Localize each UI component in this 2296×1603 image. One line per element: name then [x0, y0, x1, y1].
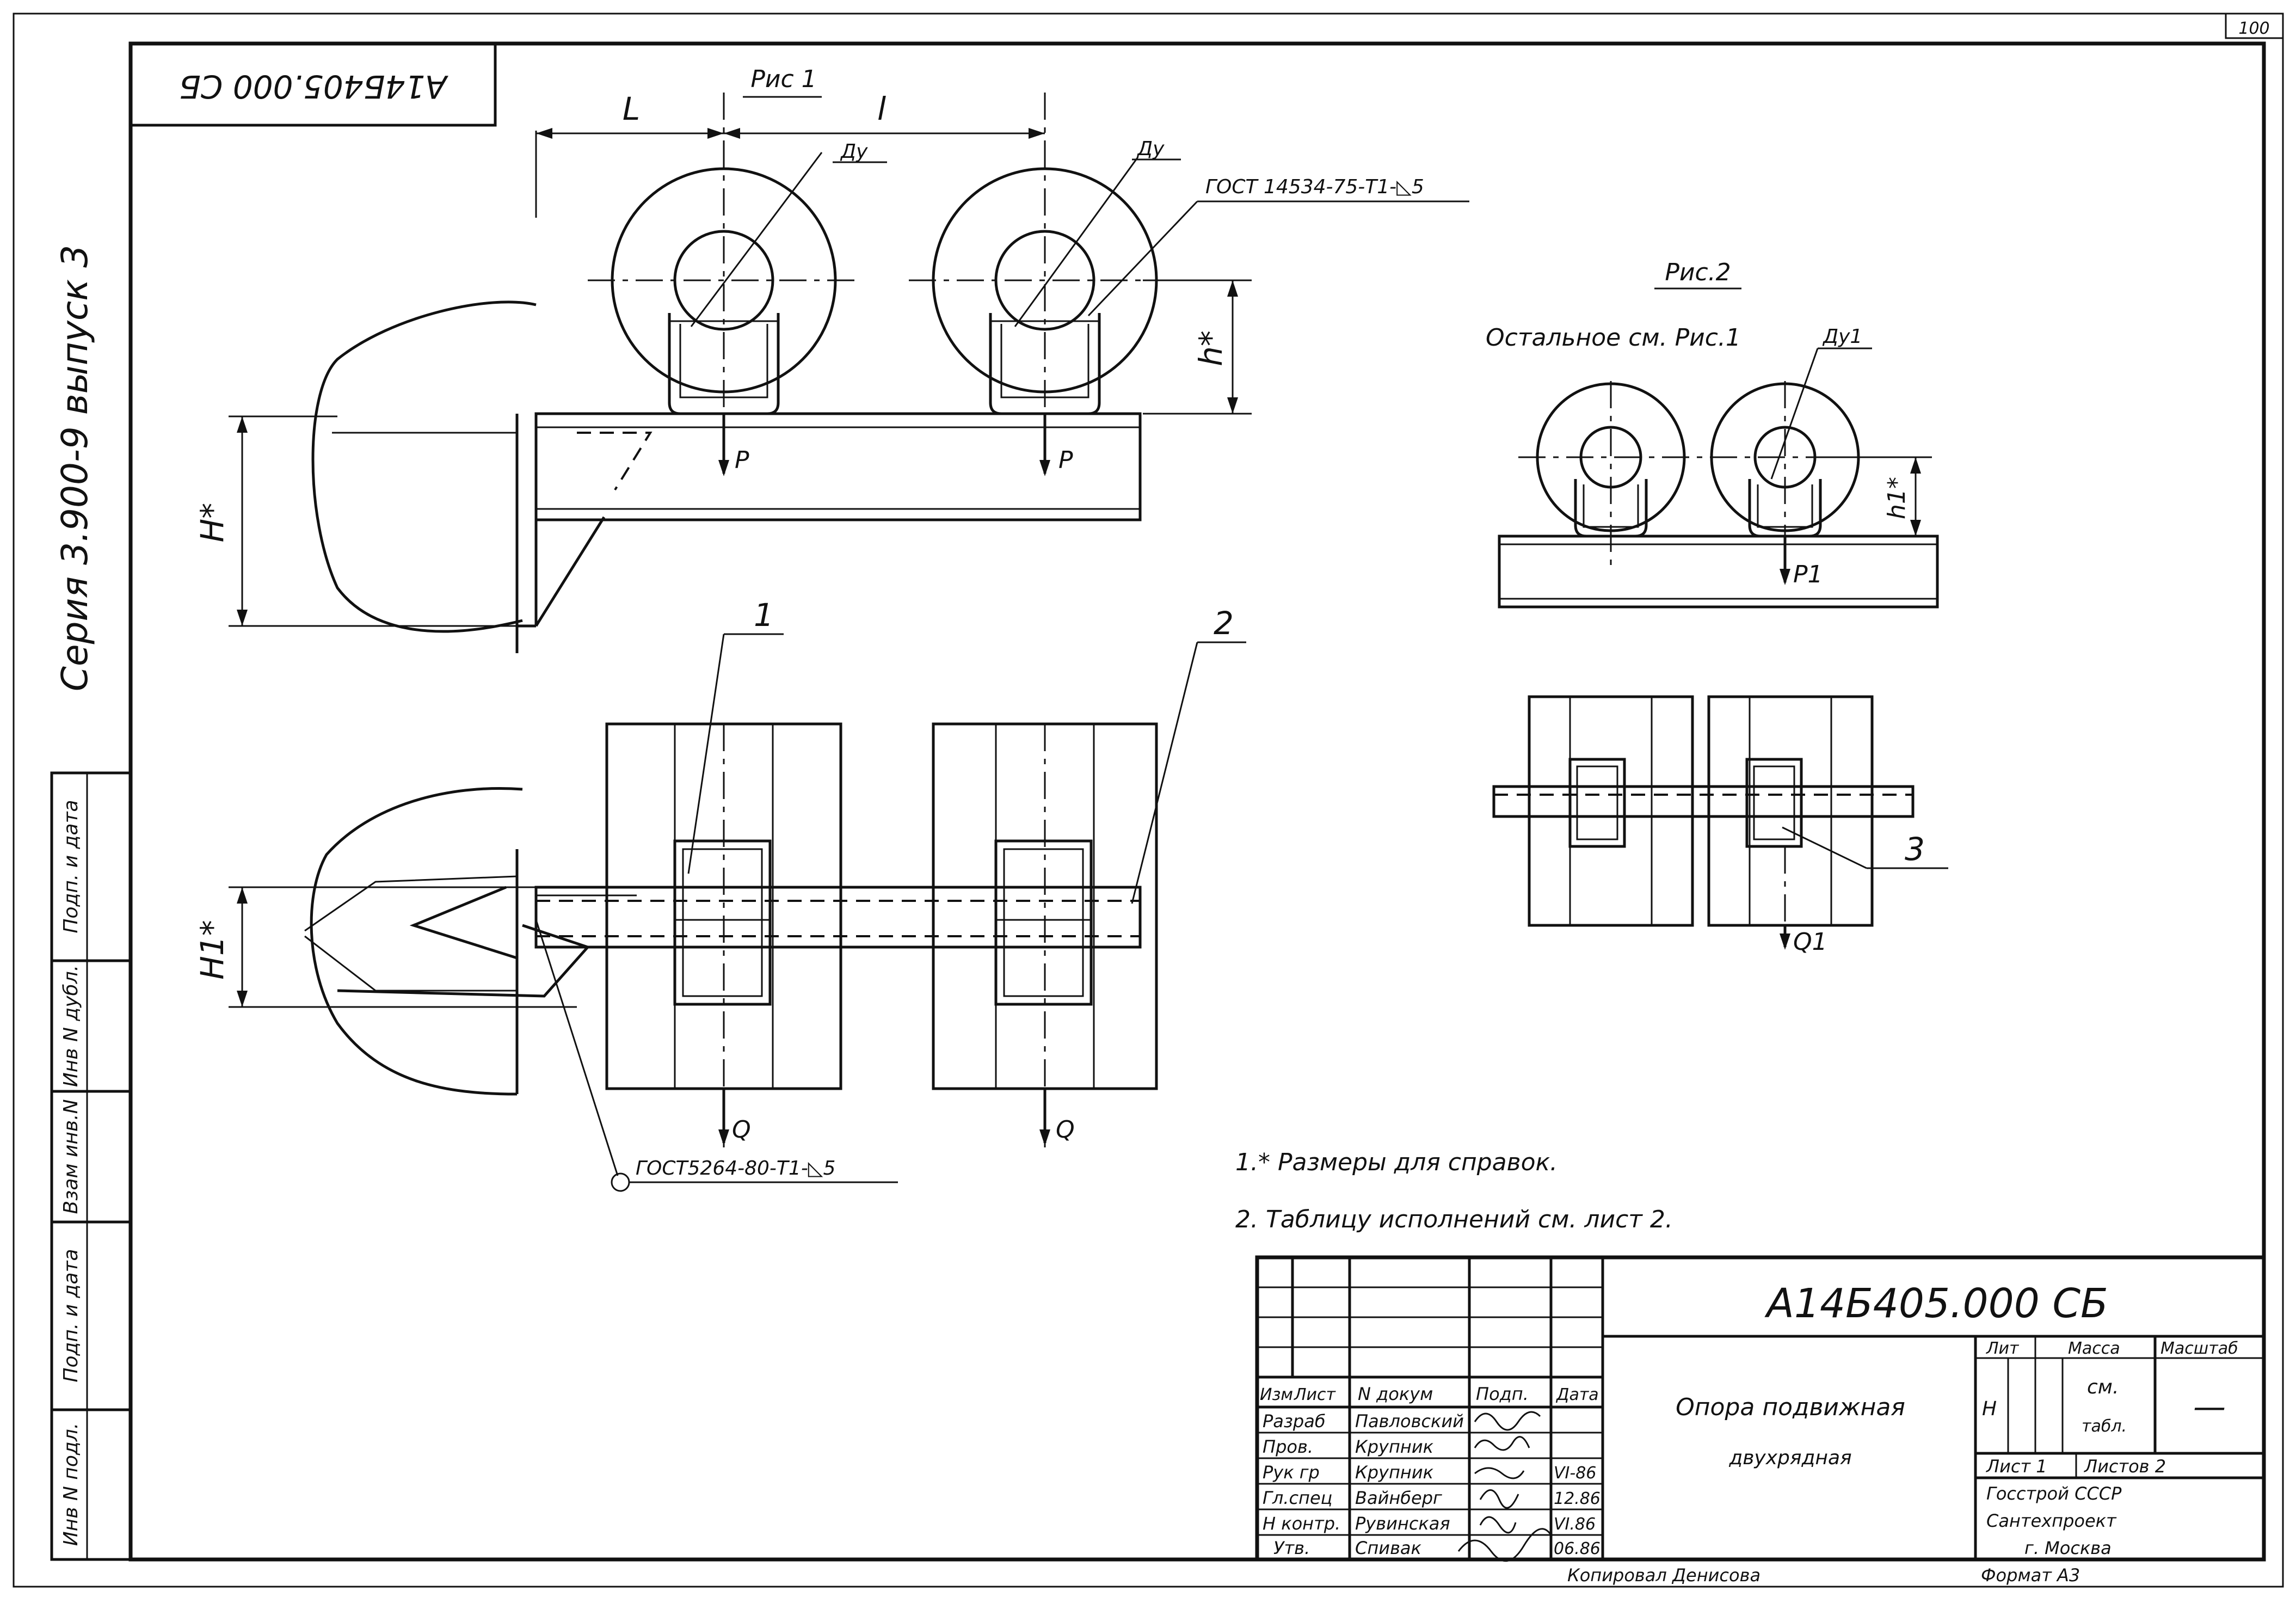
tb-role-2: Пров.: [1263, 1436, 1313, 1457]
tb-org-3: г. Москва: [2024, 1538, 2112, 1558]
tb-mass-value-2: табл.: [2082, 1417, 2127, 1436]
load-Q-left: Q: [732, 1116, 751, 1144]
tb-scale-label: Масштаб: [2160, 1339, 2238, 1358]
note-2: 2. Таблицу исполнений см. лист 2.: [1235, 1206, 1673, 1233]
note-1: 1.* Размеры для справок.: [1235, 1148, 1558, 1176]
strip-label-3: Взам инв.N: [60, 1099, 82, 1214]
tb-header-podp: Подп.: [1476, 1384, 1529, 1404]
tb-name-5: Рувинская: [1355, 1513, 1450, 1534]
tb-header-data: Дата: [1555, 1385, 1599, 1404]
tb-sheet: Лист 1: [1986, 1456, 2047, 1477]
load-Q-right: Q: [1056, 1116, 1075, 1144]
fig1-plan: 1 2 H1* Q Q ГОСТ5264-80-Т1-◺5: [194, 597, 1246, 1192]
fig2: Рис.2 Остальное см. Рис.1 Ду1 h1* P1: [1486, 259, 1948, 956]
tb-org-1: Госстрой СССР: [1986, 1483, 2122, 1504]
tb-header-ndoc: N докум: [1358, 1384, 1433, 1404]
pos-3: 3: [1905, 831, 1925, 868]
dn-label-right: Ду: [1136, 138, 1165, 160]
sheet-number: 100: [2238, 19, 2269, 38]
tb-name-6: Спивак: [1355, 1538, 1422, 1558]
tb-doc-code: А14Б405.000 СБ: [1764, 1280, 2108, 1327]
tb-date-3: VI-86: [1554, 1464, 1596, 1483]
outer-frame: [13, 13, 2284, 1588]
tb-name-1: Павловский: [1355, 1411, 1464, 1432]
tb-role-1: Разраб: [1263, 1411, 1326, 1432]
fig1-title: Рис 1: [750, 65, 816, 93]
tb-header-list: Лист: [1294, 1385, 1337, 1404]
load-P1: P1: [1793, 561, 1823, 588]
tb-name-line-1: Опора подвижная: [1676, 1393, 1905, 1421]
format-label: Формат А3: [1981, 1565, 2080, 1586]
tb-lit-label: Лит: [1986, 1339, 2020, 1358]
load-P-right: P: [1058, 446, 1073, 474]
inner-frame: [128, 41, 2266, 1562]
rotated-doc-code: А14Б405.000 СБ: [179, 68, 449, 105]
dim-L: L: [623, 90, 640, 127]
dim-H1: H1*: [194, 920, 231, 980]
tb-date-6: 06.86: [1554, 1539, 1601, 1558]
copied-by: Копировал Денисова: [1567, 1565, 1761, 1586]
fig2-title: Рис.2: [1665, 259, 1731, 286]
tb-role-5: Н контр.: [1263, 1513, 1340, 1534]
dn-label-left: Ду: [840, 140, 868, 163]
tb-date-5: VI.86: [1554, 1515, 1596, 1534]
tb-mass-value-1: см.: [2087, 1376, 2119, 1398]
strip-label-2: Инв N дубл.: [60, 965, 82, 1087]
pos-1: 1: [754, 597, 774, 634]
rotated-code-box: [129, 42, 497, 127]
tb-name-3: Крупник: [1355, 1462, 1434, 1483]
dn1-label: Ду1: [1822, 325, 1862, 348]
strip-label-1: Подп. и дата: [60, 800, 82, 933]
title-block: Изм Лист N докум Подп. Дата Разраб Павло…: [1255, 1255, 2266, 1562]
pos-2: 2: [1214, 605, 1234, 642]
load-P-left: P: [735, 446, 749, 474]
strip-label-4: Подп. и дата: [60, 1249, 82, 1382]
signatures: [1457, 1411, 1552, 1562]
fig2-note: Остальное см. Рис.1: [1486, 324, 1741, 352]
tb-sheets: Листов 2: [2084, 1456, 2166, 1477]
tb-header-izm: Изм: [1260, 1385, 1293, 1404]
dim-h1: h1*: [1883, 477, 1911, 519]
dim-l: l: [877, 90, 886, 127]
sheet-number-box: [2225, 13, 2284, 39]
tb-date-4: 12.86: [1554, 1489, 1601, 1508]
tb-name-4: Вайнберг: [1355, 1488, 1442, 1508]
dim-h: h*: [1192, 330, 1229, 366]
weld-label-top: ГОСТ 14534-75-Т1-◺5: [1205, 176, 1424, 198]
tb-name-line-2: двухрядная: [1728, 1447, 1851, 1469]
left-strip: Подп. и дата Инв N дубл. Взам инв.N Подп…: [50, 771, 132, 1561]
series-label: Серия 3.900-9 выпуск 3: [54, 245, 96, 691]
tb-name-2: Крупник: [1355, 1436, 1434, 1457]
tb-lit-value: Н: [1982, 1398, 1997, 1420]
weld-label-bottom: ГОСТ5264-80-Т1-◺5: [636, 1157, 835, 1180]
fig1-elevation: Рис 1 L l Ду: [194, 65, 1469, 653]
tb-scale-value: —: [2193, 1388, 2226, 1426]
dim-H: H*: [194, 503, 231, 543]
tb-role-3: Рук гр: [1263, 1462, 1320, 1483]
load-Q1: Q1: [1793, 928, 1827, 956]
strip-label-5: Инв N подл.: [60, 1423, 82, 1546]
tb-org-2: Сантехпроект: [1986, 1510, 2117, 1531]
tb-role-6: Утв.: [1273, 1538, 1310, 1558]
tb-mass-label: Масса: [2068, 1339, 2120, 1358]
tb-role-4: Гл.спец: [1263, 1488, 1332, 1508]
